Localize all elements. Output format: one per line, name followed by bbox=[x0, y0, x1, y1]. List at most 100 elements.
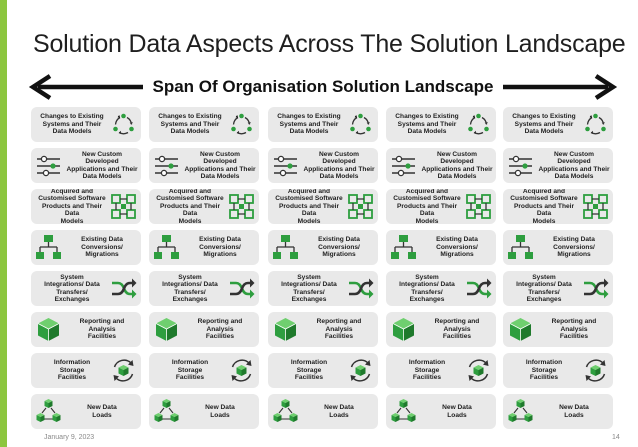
aspect-label-line: Data Models bbox=[319, 172, 359, 180]
aspect-label-line: Information bbox=[290, 359, 328, 367]
aspect-label-line: Integrations/ Data bbox=[399, 281, 455, 289]
sliders-icon bbox=[507, 152, 534, 179]
sliders-icon bbox=[153, 152, 180, 179]
aspect-label-line: New Data bbox=[442, 404, 472, 412]
aspect-label-line: Storage bbox=[296, 366, 322, 374]
cubes-network-icon bbox=[272, 398, 299, 425]
page-number: 14 bbox=[612, 434, 620, 441]
storage-sync-icon bbox=[347, 357, 374, 384]
aspect-label-line: New Data bbox=[205, 404, 235, 412]
aspect-label-line: Conversions/ bbox=[81, 243, 123, 251]
aspect-label-line: Integrations/ Data bbox=[516, 281, 572, 289]
aspect-label-line: Transfers/ bbox=[528, 288, 560, 296]
aspect-label-line: Customised Software bbox=[510, 195, 578, 203]
aspect-label-line: Data Models bbox=[82, 172, 122, 180]
aspect-label-line: Information bbox=[171, 359, 209, 367]
aspect-label-line: Conversions/ bbox=[436, 243, 478, 251]
storage-sync-icon bbox=[582, 357, 609, 384]
span-label: Span Of Organisation Solution Landscape bbox=[143, 76, 503, 98]
aspect-label-line: Integrations/ Data bbox=[281, 281, 337, 289]
aspect-label-line: Data Models bbox=[407, 128, 447, 136]
storage-sync-icon bbox=[110, 357, 137, 384]
aspect-label-line: Conversions/ bbox=[318, 243, 360, 251]
aspect-label-line: Exchanges bbox=[54, 295, 90, 303]
footer-date: January 9, 2023 bbox=[44, 434, 95, 441]
aspect-label-line: New Data bbox=[87, 404, 117, 412]
aspect-label-line: Storage bbox=[59, 366, 85, 374]
aspect-label-line: Changes to Existing bbox=[512, 113, 576, 121]
aspect-label-line: Exchanges bbox=[291, 295, 327, 303]
aspect-label-line: System bbox=[532, 273, 556, 281]
aspect-label-line: Transfers/ bbox=[411, 288, 443, 296]
aspect-label-line: Analysis bbox=[325, 325, 353, 333]
aspect-label-line: Customised Software bbox=[393, 195, 461, 203]
aspect-label-line: Products and Their Data bbox=[159, 202, 221, 218]
aspect-label-line: Applications and Their bbox=[303, 165, 375, 173]
aspect-label-line: Data Models bbox=[289, 128, 329, 136]
hierarchy-icon bbox=[35, 234, 62, 261]
aspect-label-line: Analysis bbox=[560, 325, 588, 333]
aspect-label-line: Facilities bbox=[57, 374, 87, 382]
aspect-label-line: Exchanges bbox=[526, 295, 562, 303]
aspect-label-line: Loads bbox=[210, 411, 230, 419]
cube-icon bbox=[153, 316, 180, 343]
cubes-network-icon bbox=[35, 398, 62, 425]
aspect-label-line: Systems and Their bbox=[279, 120, 339, 128]
aspect-label-line: Products and Their Data bbox=[278, 202, 340, 218]
shuffle-icon bbox=[347, 275, 374, 302]
aspect-label-line: Systems and Their bbox=[160, 120, 220, 128]
aspect-label-line: Facilities bbox=[205, 333, 235, 341]
aspect-label-line: Storage bbox=[531, 366, 557, 374]
aspect-label-line: Analysis bbox=[443, 325, 471, 333]
cube-icon bbox=[390, 316, 417, 343]
aspect-label-line: Data Models bbox=[437, 172, 477, 180]
hierarchy-icon bbox=[153, 234, 180, 261]
aspect-label-line: Changes to Existing bbox=[395, 113, 459, 121]
cubes-network-icon bbox=[507, 398, 534, 425]
aspect-label-line: Facilities bbox=[175, 374, 205, 382]
aspect-label-line: Reporting and bbox=[197, 318, 243, 326]
aspect-label-line: Customised Software bbox=[38, 195, 106, 203]
shuffle-icon bbox=[465, 275, 492, 302]
accent-bar bbox=[0, 0, 7, 447]
aspect-label-line: Conversions/ bbox=[553, 243, 595, 251]
cube-icon bbox=[507, 316, 534, 343]
aspect-label-line: New Custom bbox=[437, 150, 477, 158]
aspect-label-line: System bbox=[60, 273, 84, 281]
shuffle-icon bbox=[110, 275, 137, 302]
aspect-label-line: Migrations bbox=[203, 251, 237, 259]
aspect-label-line: New Custom bbox=[554, 150, 594, 158]
